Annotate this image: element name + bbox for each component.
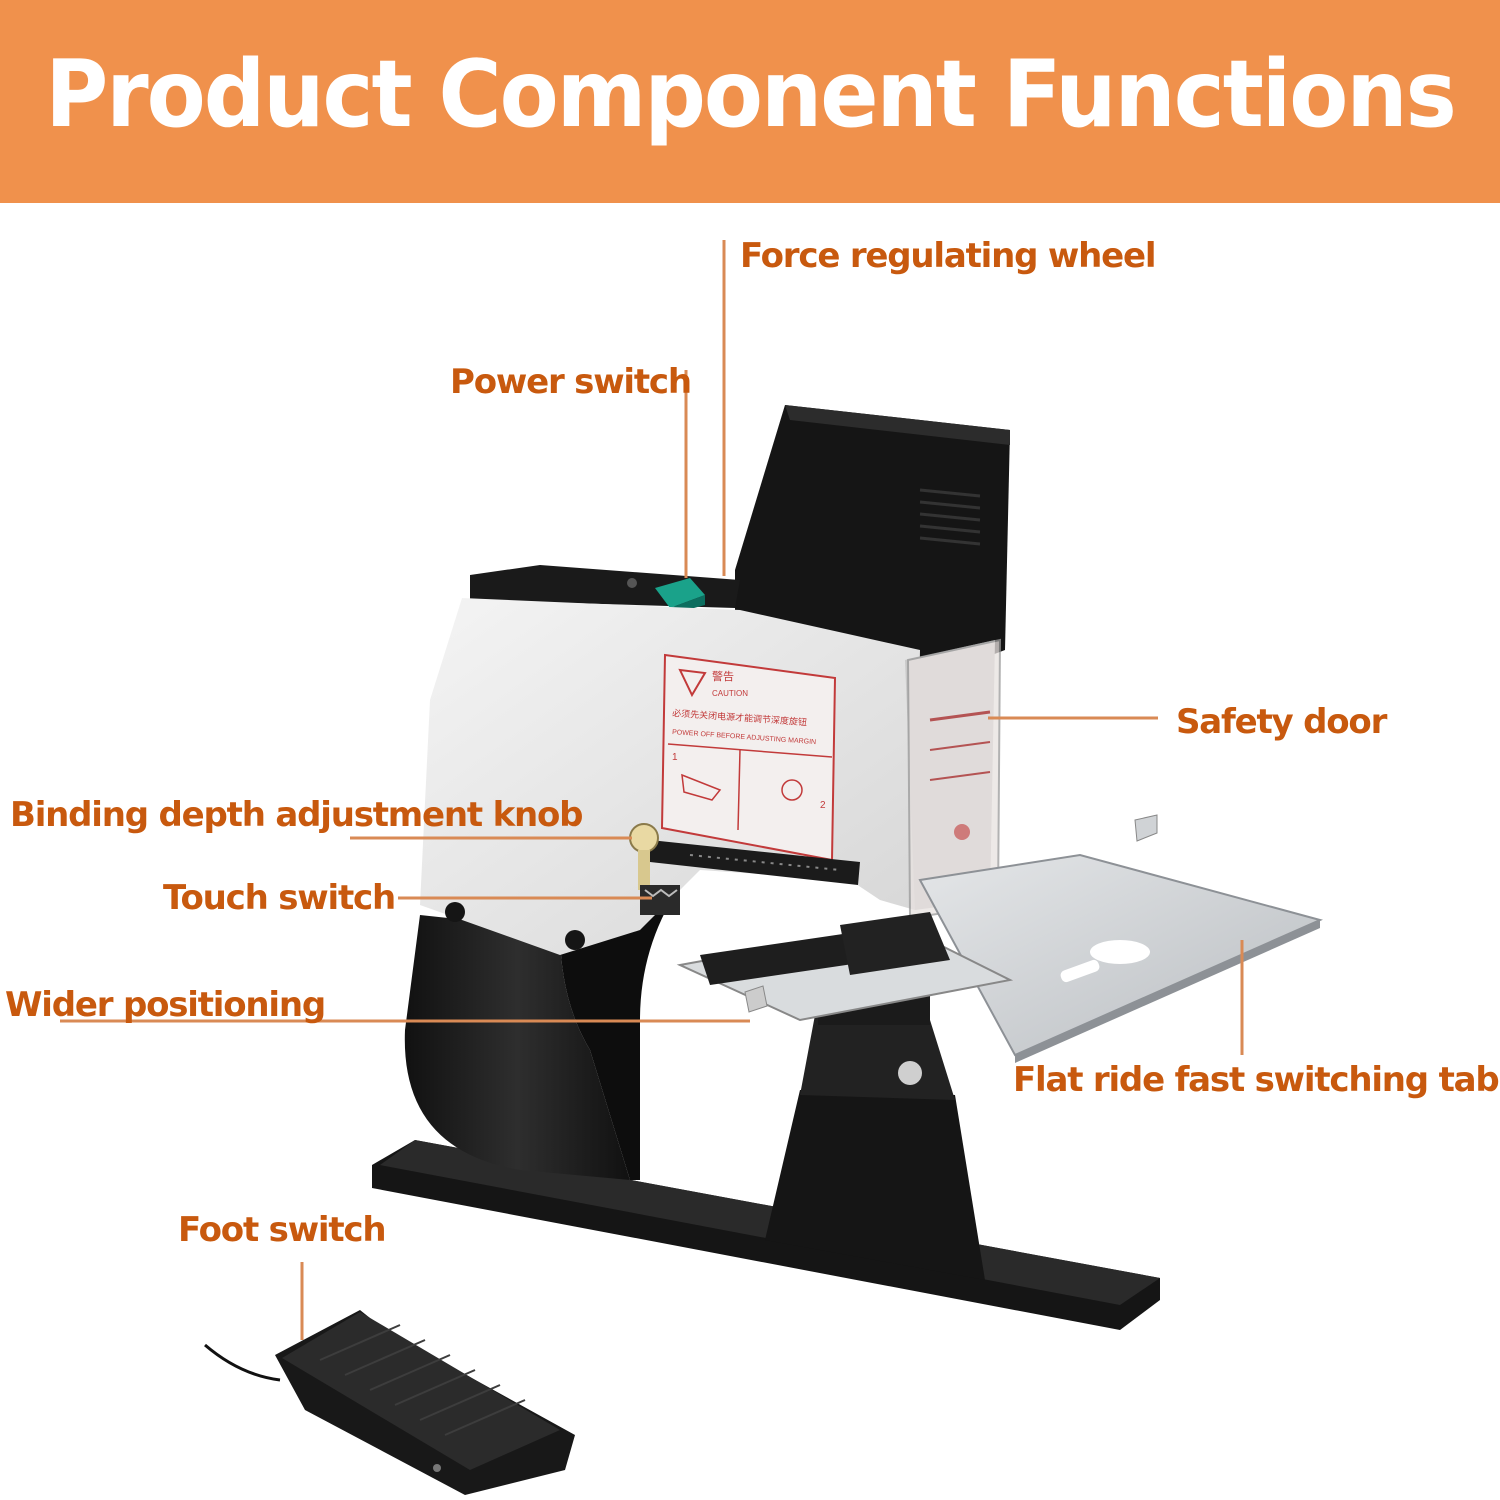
pedal-cable xyxy=(204,1343,281,1382)
caution-sub: CAUTION xyxy=(712,689,748,698)
column-screw-icon xyxy=(898,1061,922,1085)
caution-step-1: 1 xyxy=(672,752,678,763)
page-title: Product Component Functions xyxy=(45,40,1457,149)
caution-title: 警告 xyxy=(712,669,734,683)
label-touch-switch: Touch switch xyxy=(163,878,396,918)
switching-table[interactable] xyxy=(918,814,1323,1063)
vent-slots xyxy=(919,488,981,546)
screw-icon xyxy=(565,930,585,950)
anvil-tray xyxy=(676,912,1014,1022)
label-flat-ride-table: Flat ride fast switching table xyxy=(1013,1060,1500,1100)
depth-scale-slot xyxy=(650,840,860,885)
label-safety-door: Safety door xyxy=(1176,702,1387,742)
label-power-switch: Power switch xyxy=(450,362,692,402)
leader-lines xyxy=(60,240,1244,1340)
top-hole-icon xyxy=(627,578,637,588)
touch-switch[interactable] xyxy=(640,885,680,915)
screw-icon xyxy=(445,902,465,922)
column-support xyxy=(765,990,985,1280)
rear-housing xyxy=(735,405,1010,690)
label-foot-switch: Foot switch xyxy=(178,1210,387,1250)
label-wider-positioning: Wider positioning xyxy=(5,985,326,1025)
label-binding-depth-knob: Binding depth adjustment knob xyxy=(10,795,584,835)
caution-step-2: 2 xyxy=(820,800,826,811)
label-force-regulating-wheel: Force regulating wheel xyxy=(740,236,1156,276)
caution-label: 警告 CAUTION 必须先关闭电源才能调节深度旋钮 POWER OFF BEF… xyxy=(660,653,837,862)
base-plate xyxy=(372,1140,1160,1330)
positioning-stop-icon xyxy=(744,985,768,1013)
foot-switch-pedal[interactable] xyxy=(204,1310,575,1495)
title-banner: Product Component Functions xyxy=(0,0,1500,203)
warning-icon xyxy=(678,668,707,698)
